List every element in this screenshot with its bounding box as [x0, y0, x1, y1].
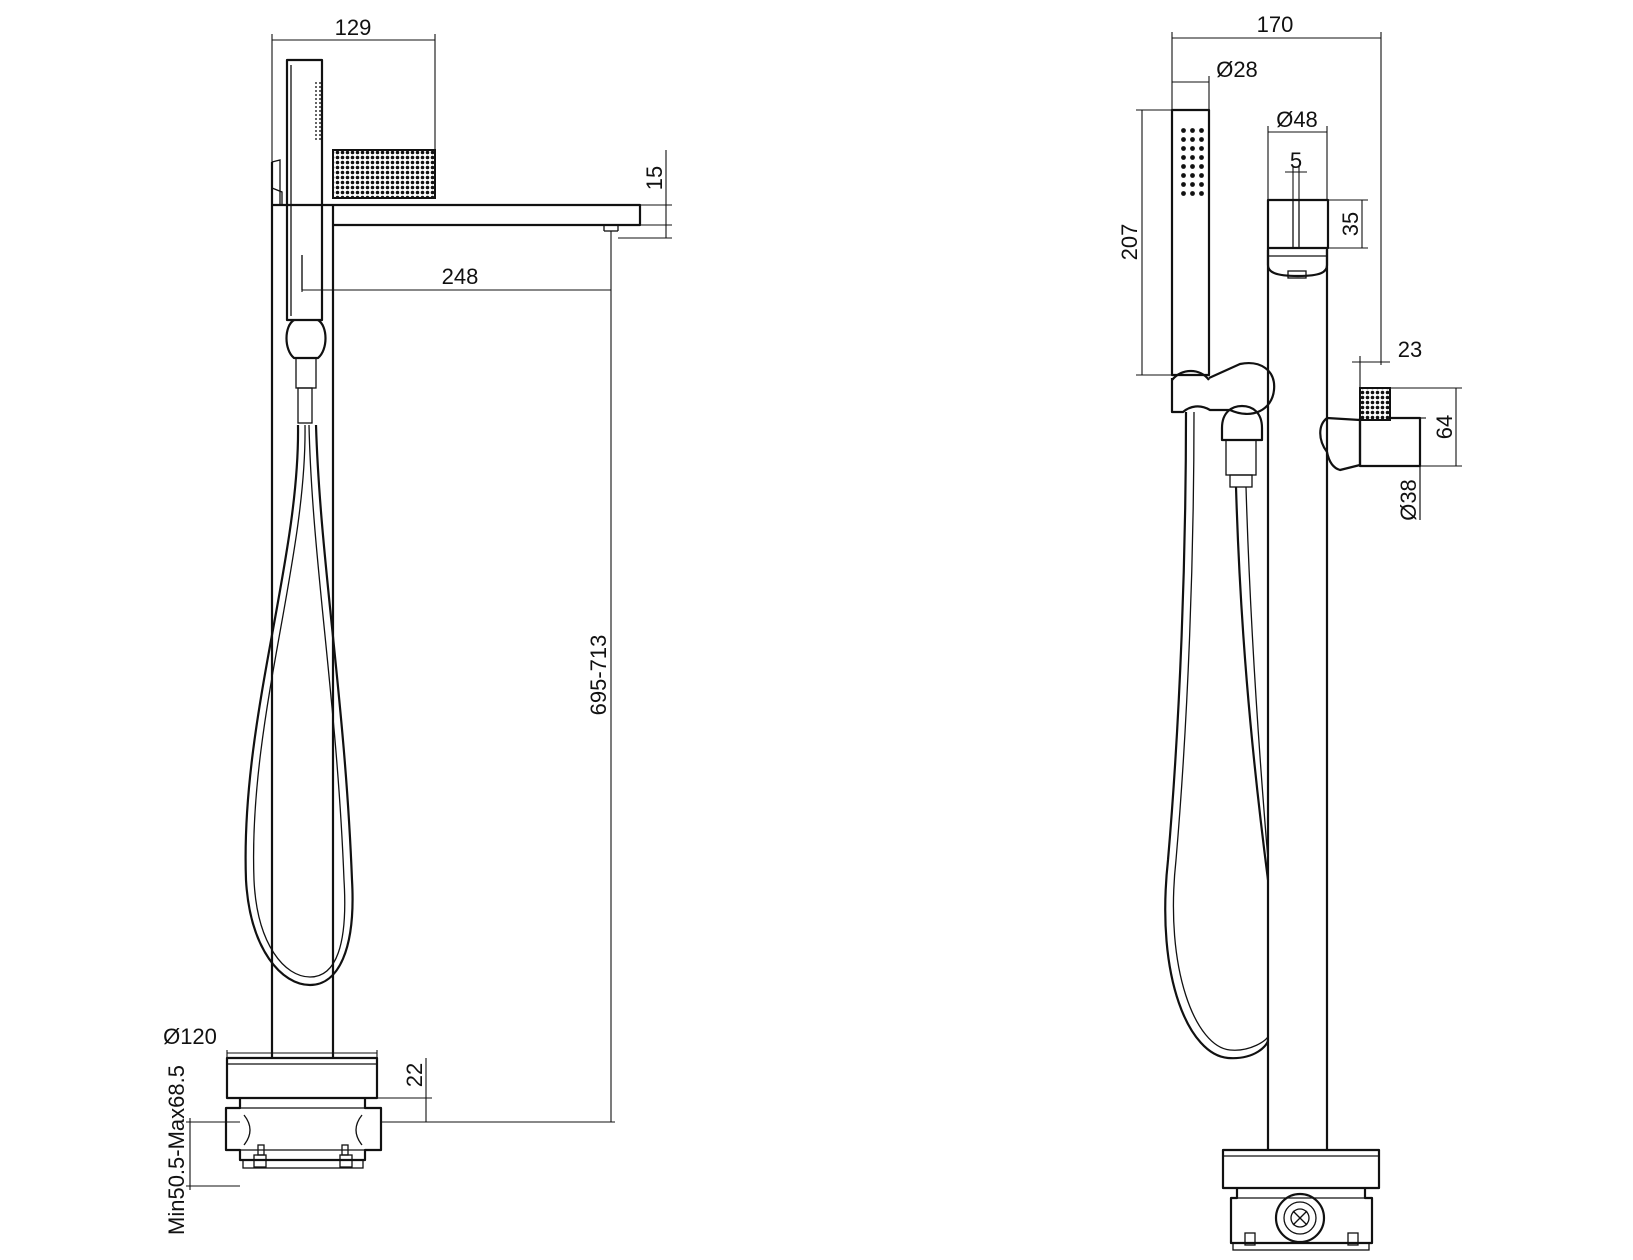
front-view: 129 15 248 695-713 Ø120 22 — [163, 15, 672, 1235]
dim-label-35: 35 — [1338, 212, 1363, 236]
side-handle — [1319, 387, 1422, 472]
dim-kit-range: Min50.5-Max68.5 — [164, 1065, 240, 1235]
side-knurled-handle — [1359, 387, 1391, 421]
dim-label-5: 5 — [1290, 148, 1302, 173]
side-base — [1221, 1148, 1381, 1251]
dim-spout-thickness: 15 — [618, 150, 672, 239]
dim-label-d38: Ø38 — [1396, 479, 1421, 521]
dim-label-22: 22 — [402, 1063, 427, 1087]
dim-label-695-713: 695-713 — [586, 635, 611, 716]
dim-label-129: 129 — [335, 15, 372, 40]
front-column — [270, 205, 335, 1058]
dim-handle-projection: 23 — [1352, 337, 1422, 418]
dim-overall-width: 170 — [1171, 12, 1382, 365]
dim-spout-cap-height: 35 — [1328, 199, 1368, 249]
dim-handle-height: 64 — [1390, 387, 1462, 467]
dim-label-170: 170 — [1257, 12, 1294, 37]
dim-slot-width: 5 — [1285, 148, 1307, 200]
dim-handle-diameter: Ø38 — [1396, 417, 1426, 521]
knurled-handle — [332, 149, 436, 199]
dim-label-23: 23 — [1398, 337, 1422, 362]
side-holder — [1170, 362, 1276, 488]
dim-base-height: 22 — [377, 1058, 432, 1122]
front-handshower — [285, 58, 327, 424]
dim-label-d48: Ø48 — [1276, 107, 1318, 132]
front-handshower-holes — [315, 82, 321, 140]
side-handshower — [1170, 108, 1211, 381]
dim-label-d120: Ø120 — [163, 1024, 217, 1049]
side-handshower-nozzles — [1178, 128, 1205, 200]
dim-label-15: 15 — [642, 166, 667, 190]
dim-base-diameter: Ø120 — [163, 1024, 378, 1058]
dim-spout-reach: 248 — [301, 255, 611, 292]
side-spout-cap — [1266, 198, 1330, 279]
dim-label-d28: Ø28 — [1216, 57, 1258, 82]
front-base — [224, 1056, 383, 1169]
side-hose — [1164, 411, 1270, 1060]
dim-label-248: 248 — [442, 264, 479, 289]
dim-handshower-length: 207 — [1117, 109, 1172, 376]
dim-width-top: 129 — [271, 15, 436, 165]
side-column — [1266, 250, 1329, 1150]
dim-spout-diameter: Ø48 — [1267, 107, 1328, 200]
side-view: 170 Ø28 Ø48 5 35 207 — [1117, 12, 1462, 1251]
dim-label-207: 207 — [1117, 224, 1142, 261]
dim-handshower-diameter: Ø28 — [1172, 57, 1258, 110]
front-hose — [244, 424, 354, 987]
front-mixer-body — [270, 149, 436, 207]
dim-label-64: 64 — [1432, 415, 1457, 439]
dim-label-kit-range: Min50.5-Max68.5 — [164, 1065, 189, 1235]
dim-height: 695-713 — [381, 231, 615, 1123]
front-spout — [333, 203, 642, 232]
